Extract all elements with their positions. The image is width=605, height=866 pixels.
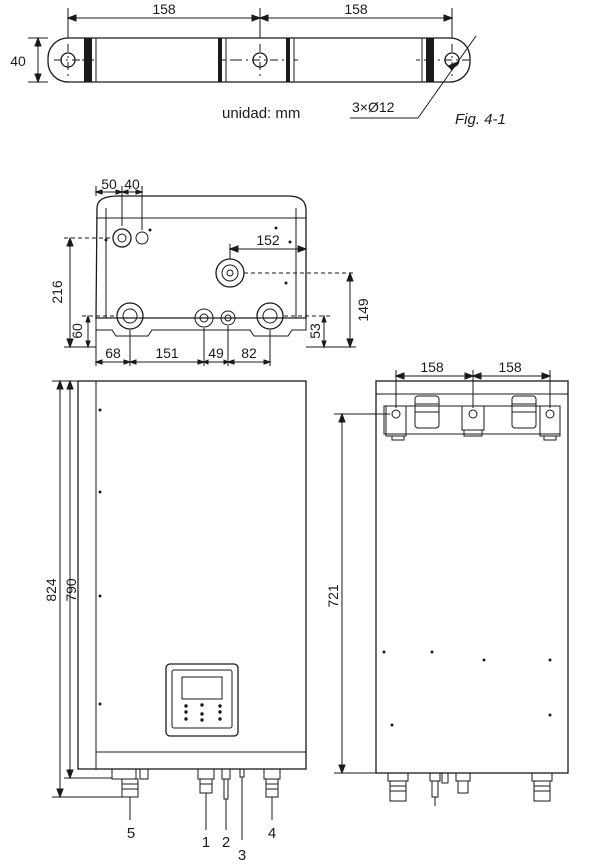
dim-49: 49 bbox=[208, 345, 224, 361]
dim-53: 53 bbox=[307, 323, 323, 339]
callout-5: 5 bbox=[127, 825, 135, 842]
hole-note: 3×Ø12 bbox=[352, 99, 395, 115]
rear-dim-158-right: 158 bbox=[498, 359, 522, 375]
dim-721: 721 bbox=[325, 584, 341, 608]
unit-front-view bbox=[52, 379, 307, 840]
bracket-dim-right: 158 bbox=[344, 1, 368, 17]
dim-151: 151 bbox=[155, 345, 179, 361]
dim-216: 216 bbox=[49, 280, 65, 304]
dim-152: 152 bbox=[256, 232, 280, 248]
bracket-dim-height: 40 bbox=[10, 53, 26, 69]
figure-label: Fig. 4-1 bbox=[455, 111, 506, 128]
callout-2: 2 bbox=[222, 834, 230, 851]
unit-label: unidad: mm bbox=[222, 105, 300, 122]
rear-dim-158-left: 158 bbox=[420, 359, 444, 375]
dim-790: 790 bbox=[63, 578, 79, 602]
dim-82: 82 bbox=[241, 345, 257, 361]
unit-top-view bbox=[64, 186, 356, 366]
unit-rear-view bbox=[334, 370, 569, 806]
mounting-bracket bbox=[28, 8, 477, 119]
callout-4: 4 bbox=[268, 825, 276, 842]
dim-40: 40 bbox=[124, 176, 140, 192]
dim-60: 60 bbox=[69, 323, 85, 339]
callout-3: 3 bbox=[238, 847, 246, 864]
dim-149: 149 bbox=[355, 298, 371, 322]
bracket-dim-left: 158 bbox=[152, 1, 176, 17]
callout-1: 1 bbox=[202, 834, 210, 851]
dim-824: 824 bbox=[43, 578, 59, 602]
dim-50: 50 bbox=[101, 176, 117, 192]
dim-68: 68 bbox=[105, 345, 121, 361]
